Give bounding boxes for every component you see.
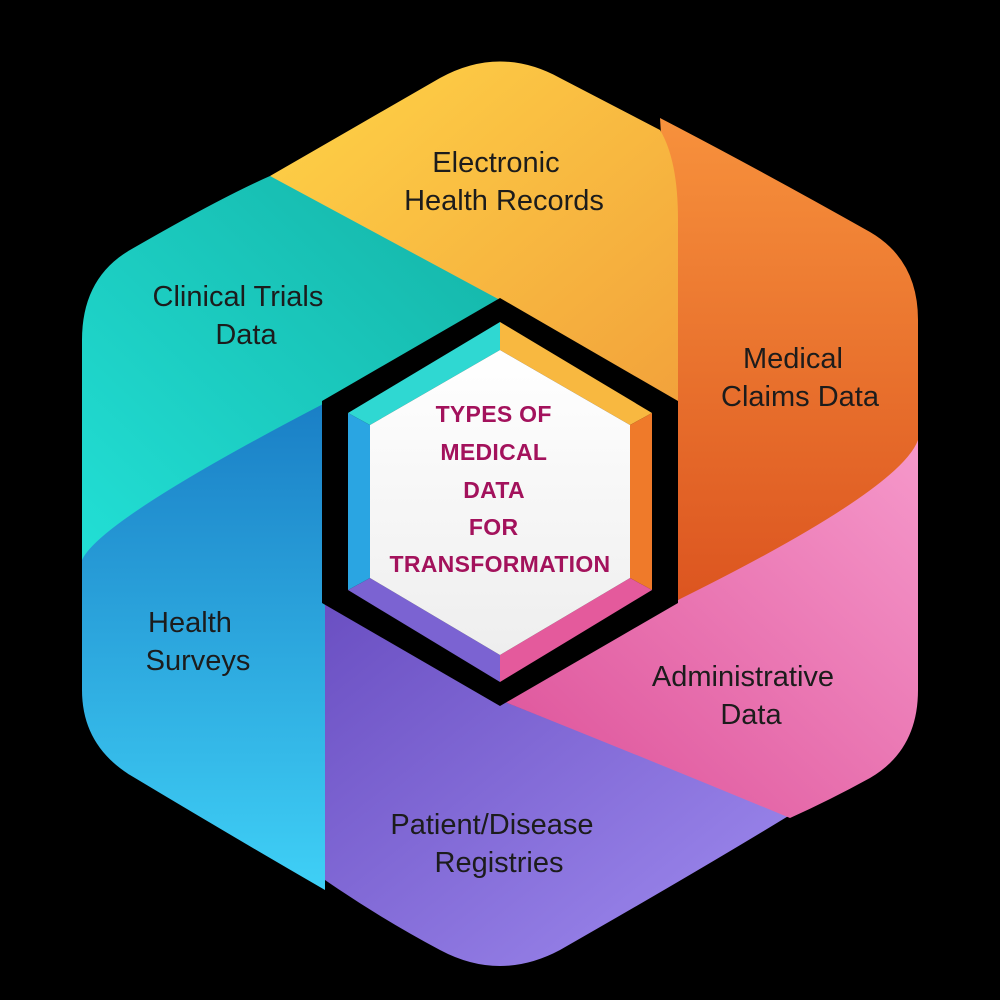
center-bevel-bottom-right <box>500 578 652 682</box>
label-line: Patient/Disease <box>390 809 593 841</box>
label-line: Medical <box>743 343 843 375</box>
label-line: Claims Data <box>721 381 880 413</box>
label-health-surveys: Health Surveys <box>146 607 251 677</box>
center-bevel-right <box>630 413 652 590</box>
center-title-line: FOR <box>469 514 519 540</box>
label-line: Surveys <box>146 645 251 677</box>
label-line: Data <box>720 699 782 731</box>
center-title-line: TRANSFORMATION <box>390 551 611 577</box>
label-administrative-data: Administrative Data <box>652 661 842 731</box>
center-bevel-left <box>348 413 370 590</box>
label-line: Registries <box>435 847 564 879</box>
label-clinical-trials: Clinical Trials Data <box>153 281 332 351</box>
center-title-line: MEDICAL <box>440 439 547 465</box>
center-bevel-bottom-left <box>348 578 500 682</box>
center-title-line: DATA <box>463 477 524 503</box>
label-line: Data <box>215 319 277 351</box>
segment-electronic-health-records <box>270 61 678 403</box>
segment-clinical-trials <box>82 176 500 575</box>
label-patient-registries: Patient/Disease Registries <box>390 809 601 879</box>
segment-medical-claims <box>660 118 918 600</box>
center-bevel-top-left <box>348 322 500 425</box>
label-line: Health Records <box>404 185 604 217</box>
center-title-line: TYPES OF <box>436 401 552 427</box>
center-core <box>370 350 630 655</box>
center-title: TYPES OF MEDICAL DATA FOR TRANSFORMATION <box>390 401 611 577</box>
label-electronic-health-records: Electronic Health Records <box>404 147 604 217</box>
label-medical-claims: Medical Claims Data <box>721 343 880 413</box>
label-line: Clinical Trials <box>153 281 324 313</box>
center-bevel-top-right <box>500 322 652 425</box>
label-line: Health <box>148 607 232 639</box>
segment-health-surveys <box>82 403 325 890</box>
label-line: Electronic <box>432 147 559 179</box>
label-line: Administrative <box>652 661 834 693</box>
segment-patient-registries <box>325 600 790 966</box>
